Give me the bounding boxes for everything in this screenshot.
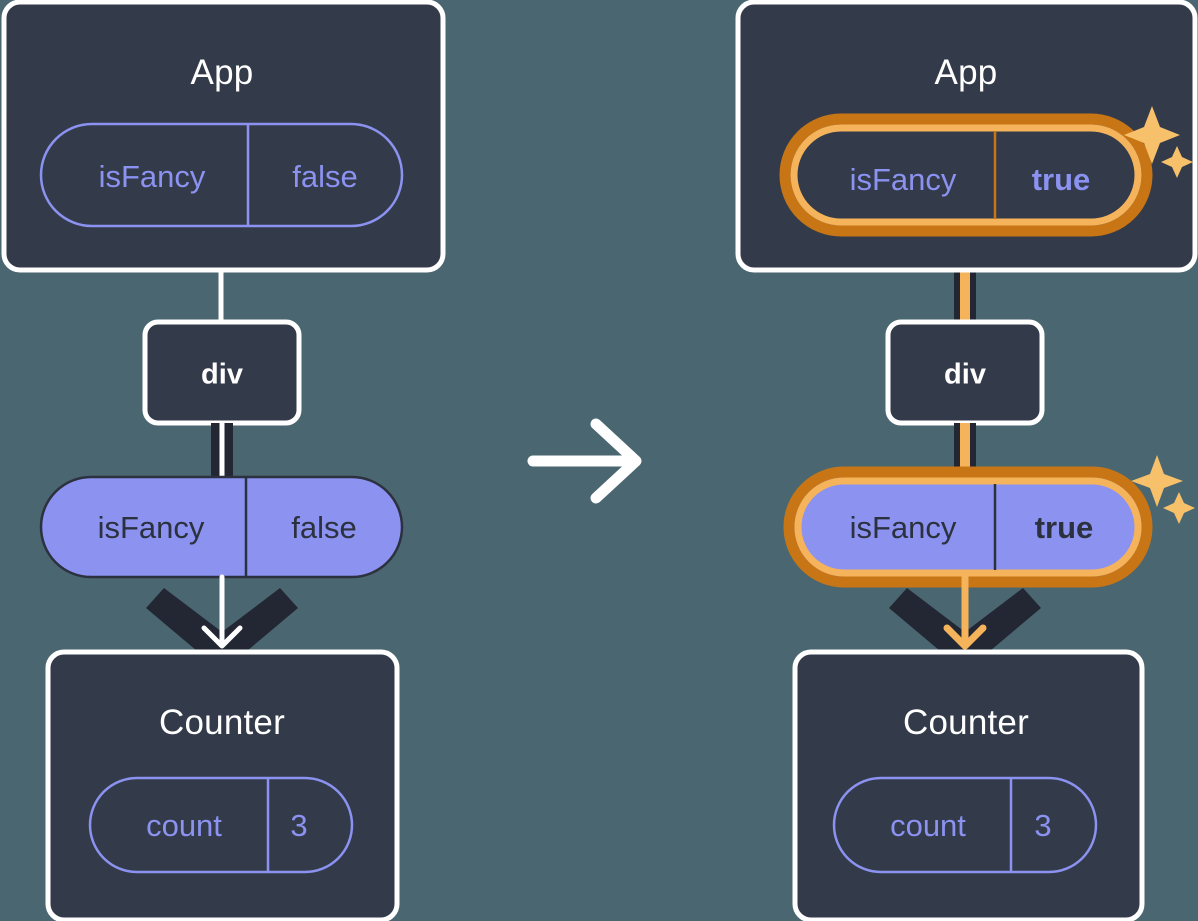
before-counter-state-value: 3 [290,808,308,843]
before-counter-state-name: count [146,808,222,843]
after-app-state-pill [779,113,1153,237]
after-prop-pill [783,466,1153,588]
after-app-state-name: isFancy [849,162,957,197]
after-prop-sparkles-icon [1131,455,1195,524]
before-app-state-name: isFancy [98,159,206,194]
before-app-title: App [190,53,254,92]
after-prop-name: isFancy [849,510,957,545]
after-prop-value: true [1034,510,1094,545]
before-app-panel [1,0,446,273]
after-app-state-value: true [1031,162,1091,197]
before-prop-pill [39,475,404,579]
before-connector-div-prop [211,423,233,483]
after-counter-state-pill [832,776,1098,874]
after-app-sparkles-icon [1124,106,1193,178]
before-counter-panel [45,649,400,921]
before-prop-name: isFancy [97,510,205,545]
before-connector-app-div [218,258,224,328]
before-app-state-pill [39,122,404,228]
after-counter-panel [792,649,1145,921]
after-counter-state-value: 3 [1034,808,1052,843]
after-app-title: App [934,53,998,92]
before-counter-state-pill [88,776,354,874]
after-counter-state-name: count [890,808,966,843]
before-div-title: div [201,358,243,391]
transition-arrow-icon [527,418,642,504]
after-div-title: div [944,358,986,391]
before-prop-value: false [291,510,357,545]
before-app-state-value: false [292,159,358,194]
after-counter-title: Counter [903,703,1029,742]
before-counter-title: Counter [159,703,285,742]
